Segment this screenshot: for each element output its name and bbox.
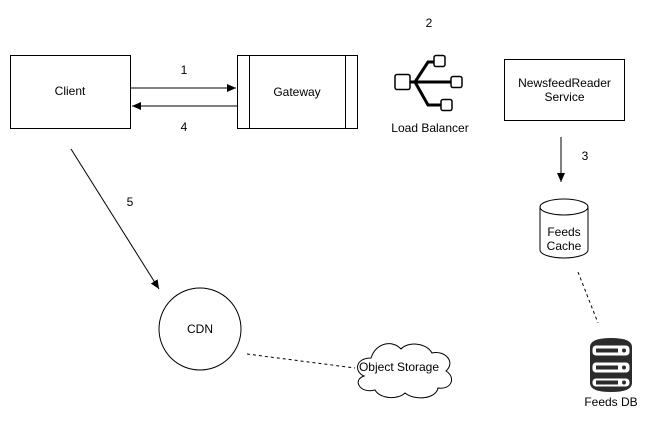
client-box[interactable] bbox=[10, 55, 131, 129]
database-icon[interactable] bbox=[590, 338, 632, 392]
cdn-label: CDN bbox=[187, 322, 213, 336]
link-cache-to-db bbox=[577, 271, 599, 324]
feeds-cache-label: Feeds Cache bbox=[540, 225, 588, 253]
edge-label-5: 5 bbox=[126, 195, 134, 209]
newsfeed-reader-line1: NewsfeedReader bbox=[518, 76, 611, 90]
cdn-circle[interactable] bbox=[158, 287, 242, 371]
arrow-client-to-cdn bbox=[70, 148, 160, 290]
client-label: Client bbox=[54, 84, 86, 98]
feeds-cache-line2: Cache bbox=[546, 239, 582, 253]
gateway-label: Gateway bbox=[273, 85, 321, 99]
gateway-box[interactable] bbox=[237, 55, 358, 129]
feeds-cache-cylinder[interactable] bbox=[539, 198, 589, 259]
newsfeed-reader-service-label: NewsfeedReader Service bbox=[504, 76, 625, 104]
load-balancer-nodes bbox=[394, 54, 463, 112]
edge-label-1: 1 bbox=[180, 63, 188, 77]
object-storage-cloud[interactable] bbox=[357, 343, 453, 399]
newsfeed-reader-line2: Service bbox=[544, 90, 585, 104]
object-storage-label: Object Storage bbox=[358, 360, 440, 374]
feeds-db-label: Feeds DB bbox=[584, 395, 638, 409]
newsfeed-reader-service-box[interactable] bbox=[504, 59, 625, 121]
link-cdn-to-storage bbox=[246, 353, 356, 369]
feeds-cache-line1: Feeds bbox=[547, 225, 581, 239]
edge-label-4: 4 bbox=[180, 120, 188, 134]
edge-label-3: 3 bbox=[581, 149, 589, 163]
edge-label-2: 2 bbox=[425, 16, 433, 30]
load-balancer-label: Load Balancer bbox=[391, 121, 469, 135]
